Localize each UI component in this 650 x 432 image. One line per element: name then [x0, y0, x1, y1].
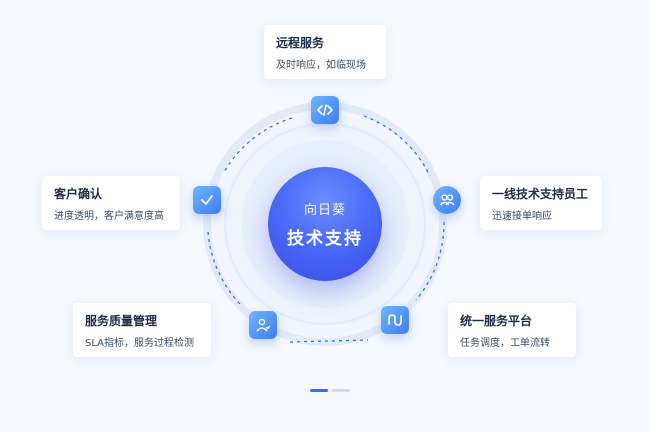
center-title: 技术支持	[287, 229, 363, 249]
arrow-confirm-to-quality	[207, 231, 241, 305]
arrow-platform-to-team	[415, 221, 445, 301]
arrow-team-to-remote	[363, 115, 431, 177]
team-icon	[433, 186, 461, 214]
check-icon	[193, 186, 221, 214]
step-card-customer-confirmation: 客户确认 进度透明，客户满意度高	[42, 176, 180, 230]
step-title: 远程服务	[276, 36, 325, 50]
page-dot-2[interactable]	[332, 389, 350, 392]
step-title: 服务质量管理	[85, 314, 158, 328]
step-desc: 进度透明，客户满意度高	[54, 211, 164, 222]
code-icon	[311, 96, 339, 124]
center-hub: 向日葵 技术支持	[268, 167, 382, 281]
step-title: 统一服务平台	[460, 314, 533, 328]
step-desc: 任务调度，工单流转	[460, 338, 550, 349]
center-brand: 向日葵	[303, 203, 346, 218]
step-title: 一线技术支持员工	[492, 187, 589, 201]
page-dot-1[interactable]	[310, 389, 328, 392]
arrow-remote-to-confirm	[223, 117, 293, 173]
step-desc: SLA指标，服务过程检测	[85, 338, 194, 349]
step-desc: 及时响应，如临现场	[276, 60, 366, 71]
step-title: 客户确认	[54, 187, 103, 201]
step-desc: 迅速接单响应	[492, 211, 552, 222]
step-card-remote-service: 远程服务 及时响应，如临现场	[264, 25, 386, 79]
step-card-quality-management: 服务质量管理 SLA指标，服务过程检测	[73, 303, 211, 357]
user-check-icon	[249, 311, 277, 339]
step-card-unified-platform: 统一服务平台 任务调度，工单流转	[448, 303, 576, 357]
pagination	[310, 389, 350, 392]
arrow-quality-to-platform	[289, 339, 369, 343]
step-card-frontline-support: 一线技术支持员工 迅速接单响应	[480, 176, 602, 230]
workflow-icon	[381, 306, 409, 334]
